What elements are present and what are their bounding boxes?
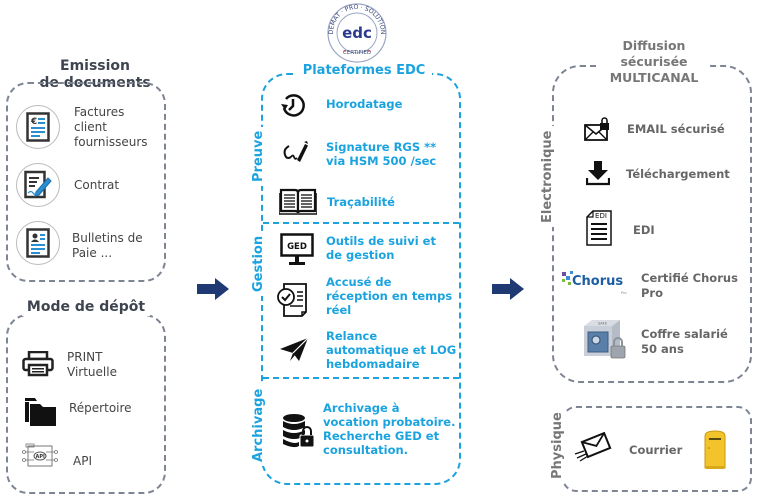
diffusion-title: Diffusion sécurisée MULTICANAL bbox=[598, 38, 710, 86]
text-line: réel bbox=[326, 303, 352, 317]
title-line: Diffusion bbox=[622, 38, 686, 53]
depot-item-api: API bbox=[73, 454, 92, 469]
text-line: PRINT bbox=[67, 350, 103, 364]
text-line: Accusé de bbox=[326, 275, 392, 289]
archivage-item: Archivage à vocation probatoire. Recherc… bbox=[323, 401, 455, 457]
arrow-right-icon bbox=[197, 278, 229, 304]
ged-monitor-icon: GED bbox=[280, 233, 314, 271]
badge-bottom-text: CERTIFIED bbox=[343, 50, 371, 56]
diffusion-item-download: Téléchargement bbox=[626, 167, 730, 181]
payslip-icon bbox=[16, 221, 60, 265]
section-label-electronique: Electronique bbox=[540, 126, 555, 227]
depot-item-folder: Répertoire bbox=[69, 401, 132, 416]
mailbox-icon bbox=[703, 430, 727, 474]
emission-item-payslips: Bulletins de Paie ... bbox=[72, 231, 143, 261]
section-label-physique: Physique bbox=[550, 408, 565, 483]
platform-title: Plateformes EDC bbox=[296, 63, 432, 78]
section-divider bbox=[263, 222, 459, 224]
text-line: API bbox=[73, 454, 92, 468]
section-label-archivage: Archivage bbox=[251, 384, 266, 466]
text-line: vocation probatoire. bbox=[323, 415, 456, 429]
edi-text: EDI bbox=[595, 212, 607, 220]
text-line: Archivage à bbox=[323, 401, 400, 415]
preuve-item-signature: Signature RGS ** via HSM 500 /sec bbox=[326, 140, 436, 168]
text-line: réception en temps bbox=[326, 289, 453, 303]
folder-icon bbox=[25, 396, 57, 430]
title-line: MULTICANAL bbox=[609, 70, 699, 85]
svg-text:API: API bbox=[36, 454, 46, 460]
gestion-item-accuse: Accusé de réception en temps réel bbox=[326, 275, 452, 317]
printer-icon bbox=[22, 350, 54, 381]
chorus-sub-text: Pro bbox=[621, 291, 627, 295]
gestion-item-relance: Relance automatique et LOG hebdomadaire bbox=[326, 329, 456, 371]
text-line: Bulletins de bbox=[72, 231, 143, 245]
text-line: Signature RGS ** bbox=[326, 140, 437, 154]
diffusion-item-chorus: Certifié Chorus Pro bbox=[641, 271, 738, 301]
text-line: client bbox=[74, 120, 107, 134]
text-line: Contrat bbox=[74, 178, 120, 192]
title-line: sécurisée bbox=[620, 54, 688, 69]
arrow-right-icon bbox=[492, 278, 524, 304]
text-line: Pro bbox=[641, 286, 664, 300]
download-icon bbox=[585, 160, 611, 190]
text-line: Recherche GED et bbox=[323, 429, 440, 443]
text-line: automatique et LOG bbox=[326, 343, 457, 357]
book-icon bbox=[278, 187, 318, 219]
section-label-gestion: Gestion bbox=[251, 231, 266, 296]
ged-text: GED bbox=[287, 242, 307, 252]
edi-document-icon: EDI bbox=[586, 210, 612, 250]
text-line: de gestion bbox=[326, 248, 395, 262]
secure-email-icon bbox=[584, 117, 610, 145]
text-line: fournisseurs bbox=[74, 135, 148, 149]
text-line: Factures bbox=[74, 105, 125, 119]
receipt-check-icon bbox=[276, 282, 310, 322]
emission-item-invoices: Factures client fournisseurs bbox=[74, 105, 148, 150]
text-line: Coffre salarié bbox=[641, 327, 728, 341]
safe-text: SAFE bbox=[598, 322, 607, 326]
section-label-preuve: Preuve bbox=[251, 126, 266, 186]
section-divider bbox=[263, 377, 459, 379]
text-line: 50 ans bbox=[641, 342, 684, 356]
invoice-icon: € bbox=[16, 105, 60, 149]
api-icon: API bbox=[22, 443, 58, 473]
chorus-text: Chorus bbox=[572, 274, 623, 289]
gestion-item-outils: Outils de suivi et de gestion bbox=[326, 234, 436, 262]
physique-item-courrier: Courrier bbox=[629, 443, 683, 457]
text-line: Paie ... bbox=[72, 246, 113, 260]
diffusion-item-email: EMAIL sécurisé bbox=[627, 122, 725, 136]
emission-item-contract: Contrat bbox=[74, 178, 119, 193]
text-line: Répertoire bbox=[69, 401, 132, 415]
signature-icon bbox=[281, 140, 309, 170]
mail-envelope-icon bbox=[574, 431, 612, 466]
text-line: Horodatage bbox=[326, 97, 403, 111]
text-line: Traçabilité bbox=[327, 195, 395, 209]
clock-icon bbox=[280, 92, 306, 122]
text-line: hebdomadaire bbox=[326, 357, 420, 371]
text-line: Outils de suivi et bbox=[326, 234, 436, 248]
database-lock-icon bbox=[282, 413, 316, 453]
preuve-item-horodatage: Horodatage bbox=[326, 97, 402, 111]
diffusion-item-edi: EDI bbox=[633, 223, 655, 237]
paper-plane-icon bbox=[279, 337, 309, 367]
svg-text:€: € bbox=[30, 117, 37, 127]
text-line: Relance bbox=[326, 329, 378, 343]
safe-lock-icon: SAFE bbox=[580, 318, 630, 364]
depot-item-print: PRINT Virtuelle bbox=[67, 350, 117, 380]
diffusion-item-coffre: Coffre salarié 50 ans bbox=[641, 327, 728, 357]
depot-title: Mode de dépôt bbox=[22, 299, 150, 316]
badge-logo-text: edc bbox=[342, 24, 372, 42]
edc-certified-badge: DEMAT · PRO · SOLUTION edc CERTIFIED bbox=[325, 2, 389, 68]
contract-icon bbox=[16, 163, 60, 207]
text-line: Virtuelle bbox=[67, 365, 117, 379]
text-line: consultation. bbox=[323, 443, 409, 457]
text-line: via HSM 500 /sec bbox=[326, 154, 437, 168]
preuve-item-tracabilite: Traçabilité bbox=[327, 195, 395, 209]
emission-box bbox=[6, 82, 166, 282]
emission-title-line1: Emission bbox=[60, 58, 130, 74]
text-line: Certifié Chorus bbox=[641, 271, 738, 285]
